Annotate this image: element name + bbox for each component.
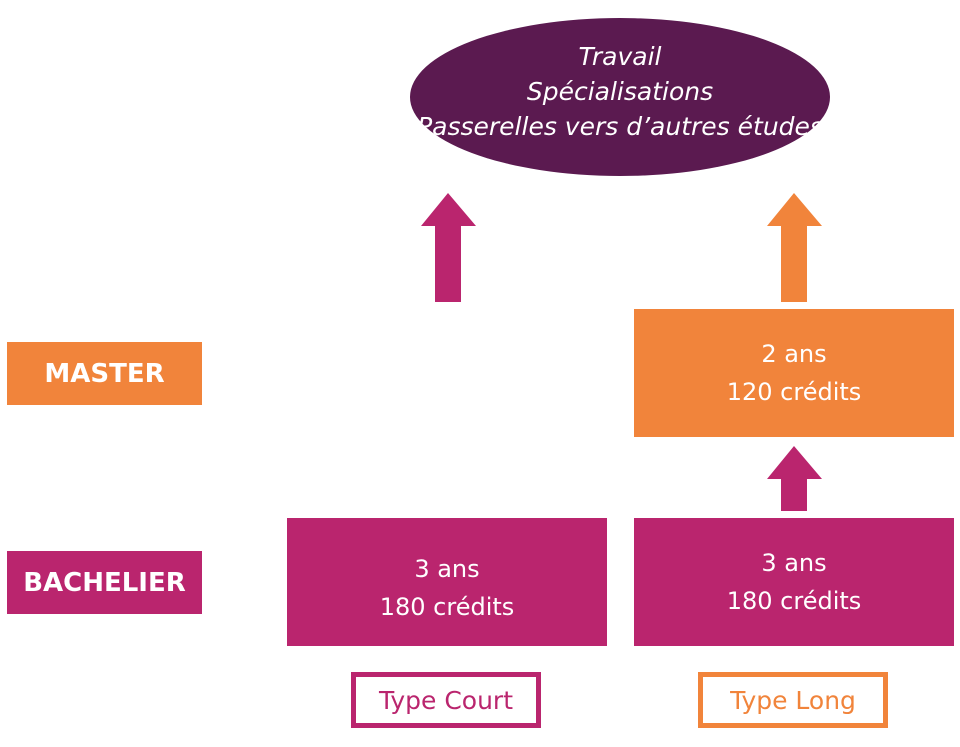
bachelier-long-credits: 180 crédits (726, 587, 862, 615)
bachelier-long-box: 3 ans 180 crédits (634, 518, 954, 646)
bachelier-court-box: 3 ans 180 crédits (287, 518, 607, 646)
master-credits: 120 crédits (726, 378, 862, 406)
outcomes-ellipse: Travail Spécialisations Passerelles vers… (410, 18, 830, 176)
arrow-up-court-to-outcomes (421, 193, 476, 302)
master-duration: 2 ans (761, 340, 827, 368)
bachelier-court-credits: 180 crédits (379, 593, 515, 621)
type-long-label: Type Long (698, 672, 888, 728)
bachelier-court-duration: 3 ans (414, 555, 480, 583)
master-long-box: 2 ans 120 crédits (634, 309, 954, 437)
arrow-up-master-to-outcomes (767, 193, 822, 302)
outcome-bridges: Passerelles vers d’autres études (417, 111, 823, 141)
outcome-specialisations: Spécialisations (526, 76, 714, 106)
arrow-up-bachelier-to-master (767, 446, 822, 511)
type-court-label: Type Court (351, 672, 541, 728)
bachelier-long-duration: 3 ans (761, 549, 827, 577)
bachelier-level-label: BACHELIER (7, 551, 202, 614)
outcome-work: Travail (578, 41, 662, 71)
master-level-label: MASTER (7, 342, 202, 405)
